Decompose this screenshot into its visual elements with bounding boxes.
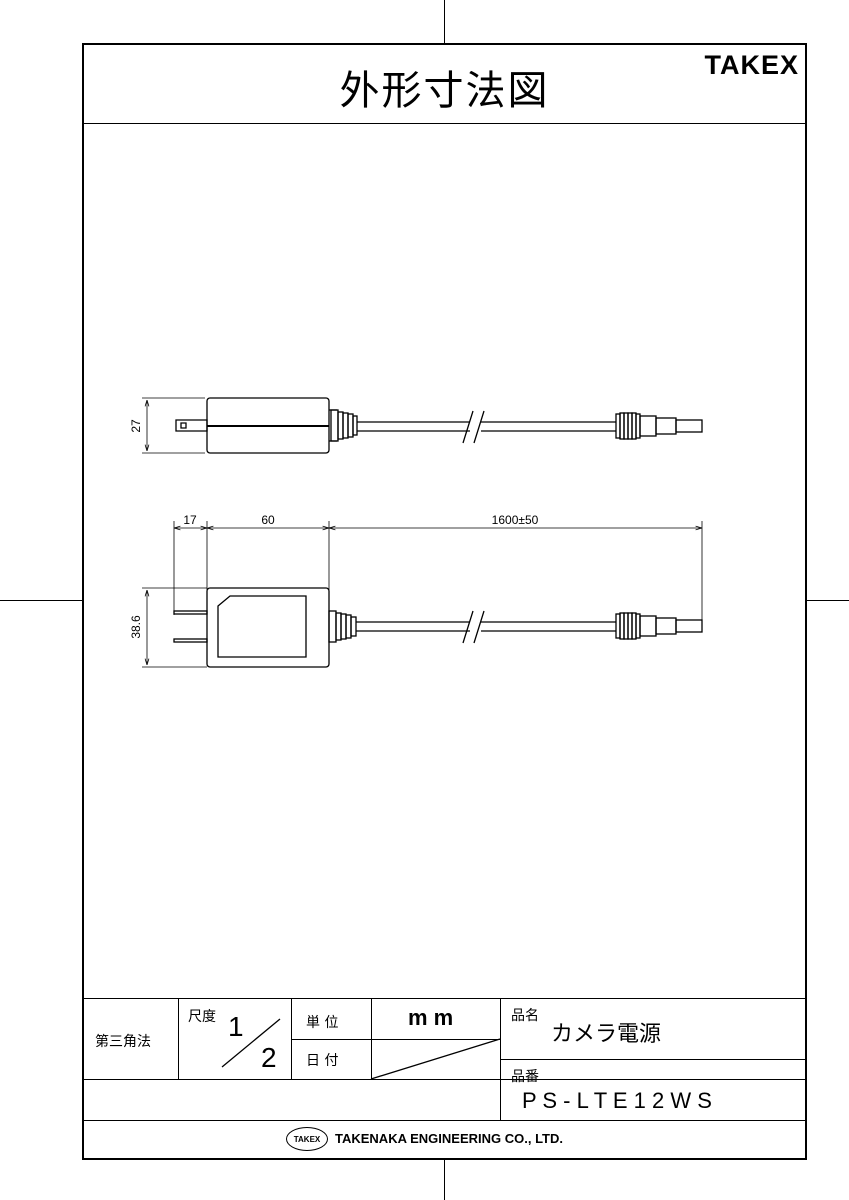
scale-numerator: 1 xyxy=(228,1011,244,1042)
tb-unit-date-divider xyxy=(291,1039,500,1040)
projection-method: 第三角法 xyxy=(95,1034,151,1050)
dim-cable-length: 1600±50 xyxy=(492,513,539,527)
unit-label: 単 位 xyxy=(306,1015,339,1031)
dim-top-height: 38.6 xyxy=(129,615,143,639)
product-name-label: 品名 xyxy=(511,1008,539,1024)
brand-logo: TAKEX xyxy=(704,50,799,80)
tb-name-number-divider xyxy=(500,1059,807,1060)
tb-row-line-1 xyxy=(82,1079,807,1080)
top-view xyxy=(142,521,703,668)
tb-row-line-2 xyxy=(82,1120,807,1121)
company-name: TAKENAKA ENGINEERING CO., LTD. xyxy=(335,1131,563,1146)
center-mark-top xyxy=(444,0,445,43)
tb-col-2 xyxy=(291,998,292,1079)
tb-top-line xyxy=(82,998,807,999)
center-mark-left xyxy=(0,600,82,601)
page-title: 外形寸法図 xyxy=(339,68,550,114)
dim-side-height: 27 xyxy=(129,419,143,433)
part-number: P S - L T E 1 2 W S xyxy=(522,1088,712,1113)
tb-col-4 xyxy=(500,998,501,1120)
company-logo: TAKEX xyxy=(286,1127,328,1151)
center-mark-bottom xyxy=(444,1160,445,1200)
tb-col-1 xyxy=(178,998,179,1079)
header-divider xyxy=(82,123,807,124)
part-number-label: 品番 xyxy=(511,1069,539,1085)
unit-value: m m xyxy=(408,1005,454,1030)
company-logo-text: TAKEX xyxy=(293,1134,321,1144)
center-mark-right xyxy=(807,600,849,601)
scale-label: 尺度 xyxy=(188,1009,216,1025)
dim-body-length: 60 xyxy=(261,513,275,527)
tb-col-3 xyxy=(371,998,372,1079)
dim-plug-length: 17 xyxy=(183,513,197,527)
date-label: 日 付 xyxy=(306,1053,339,1069)
drawing-frame xyxy=(82,43,807,1160)
product-name: カメラ電源 xyxy=(551,1022,662,1047)
scale-denominator: 2 xyxy=(261,1042,277,1073)
side-view xyxy=(142,397,703,454)
